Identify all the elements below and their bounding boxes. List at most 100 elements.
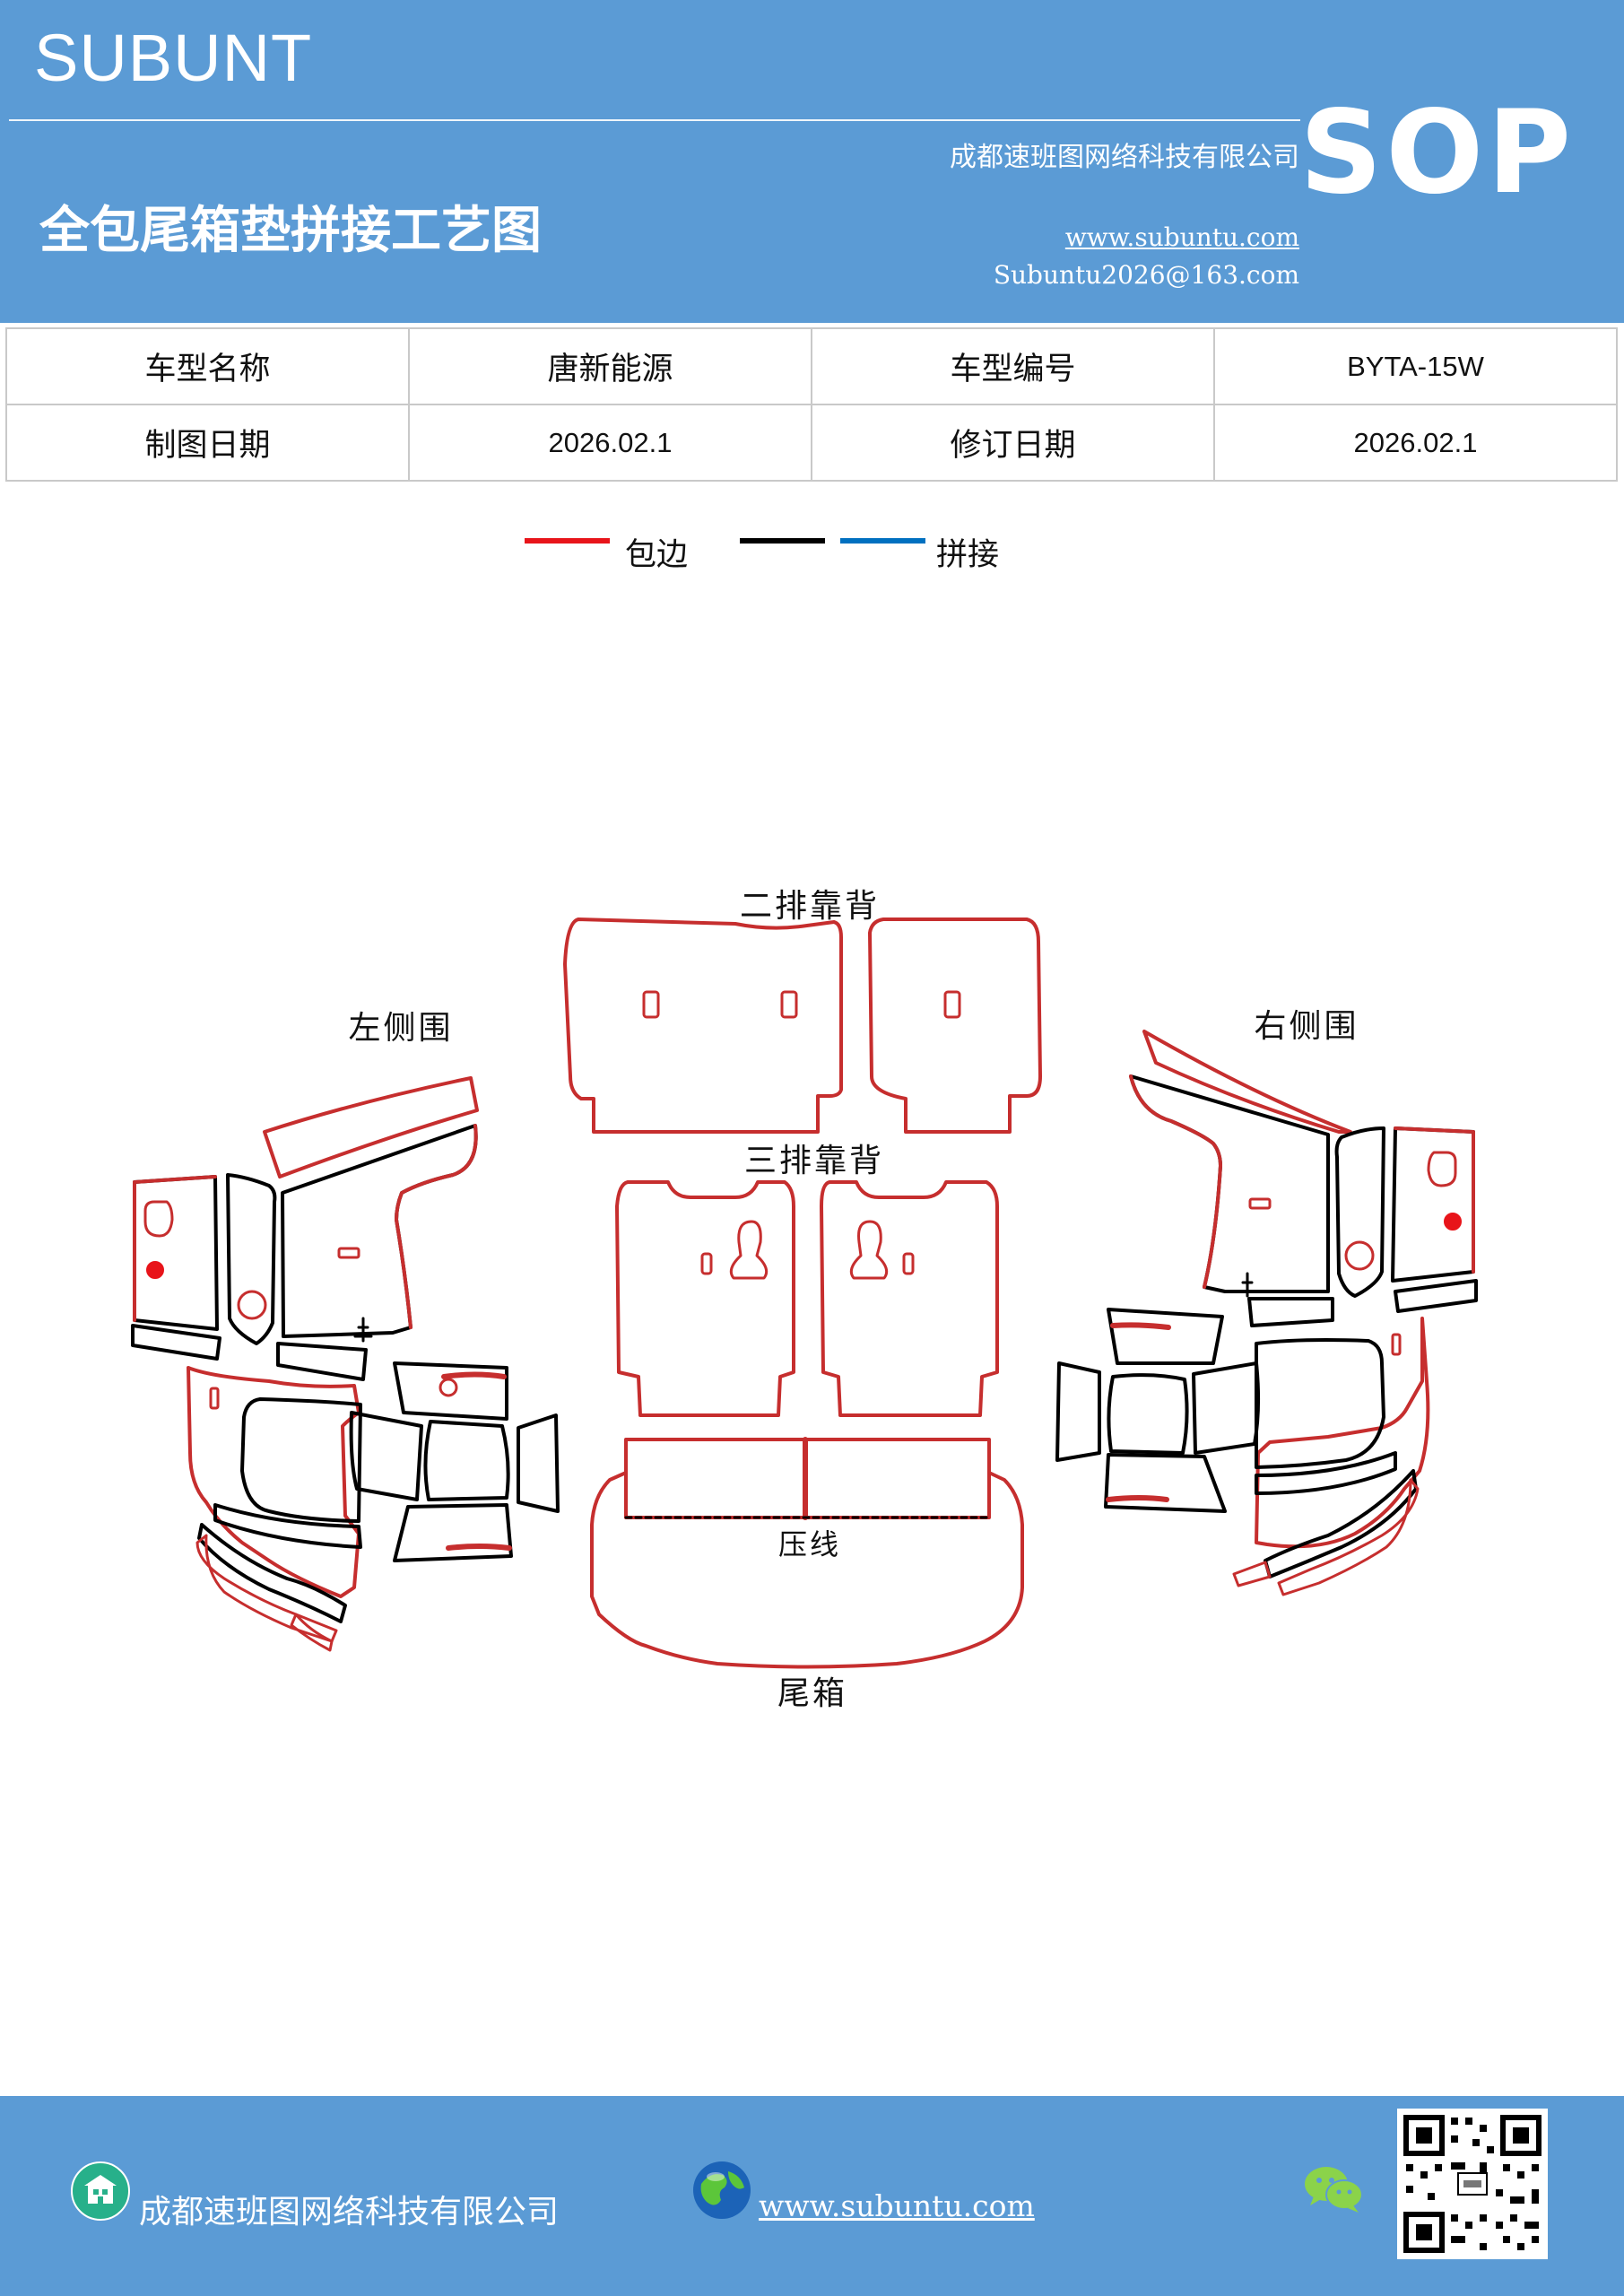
right-wheel-piece-c [1055,1361,1101,1462]
trunk-mat-diagram: 二排靠背 三排靠背 左侧围 右侧围 压线 尾箱 [131,888,1478,1712]
table-row: 制图日期 2026.02.1 修订日期 2026.02.1 [5,404,1618,482]
legend-label-seam: 拼接 [936,537,1000,573]
trunk-front-left-panel [624,1438,807,1519]
right-floor-strip [1255,1451,1397,1495]
brand-name: SUBUNT [34,21,313,95]
right-door-edge [1110,1322,1171,1330]
legend-swatch-red [525,538,610,544]
trunk-floor-outline [590,1471,1024,1669]
left-main-edge [395,1124,478,1329]
third-row-backrest-panels [615,1180,999,1417]
label-trunk: 尾箱 [777,1675,847,1712]
right-rear-panel [1391,1126,1475,1283]
left-wheel-arch-panel [240,1397,362,1523]
sop-badge: SOP [1299,86,1575,220]
vehicle-info-table: 车型名称 唐新能源 车型编号 BYTA-15W 制图日期 2026.02.1 修… [5,327,1618,482]
left-hole [237,1290,267,1320]
left-tail-piece [290,1613,334,1652]
left-bottom-edge [195,1534,338,1643]
right-main-edge [1129,1074,1222,1289]
website-link[interactable]: www.subuntu.com [1064,222,1299,252]
legend: 包边 拼接 [0,529,1624,574]
label-left-side: 左侧围 [348,1010,453,1047]
footer-company: 成都速班图网络科技有限公司 [139,2194,560,2231]
document-title: 全包尾箱垫拼接工艺图 [39,202,542,260]
left-bottom-strip [197,1523,347,1623]
second-row-left-panel [563,918,843,1134]
right-wheel-edge [1106,1495,1169,1502]
right-wheel-piece-a [1192,1361,1261,1455]
right-pillar-panel [1334,1126,1385,1298]
left-slot [337,1247,360,1259]
right-small-slot [1391,1333,1402,1356]
right-lower-strip [1394,1279,1478,1313]
left-wheel-edge [446,1544,512,1551]
legend-swatch-blue [840,538,925,544]
company-name: 成都速班图网络科技有限公司 [950,142,1299,173]
left-wheel-piece-c [517,1413,560,1513]
left-upper-strip [263,1076,479,1178]
email-address: Subuntu2026@163.com [993,260,1299,290]
second-row-backrest-panels [563,918,1042,1134]
left-rivet-icon [146,1261,164,1279]
latch-slot [902,1252,915,1275]
right-floor-side-panel [1255,1317,1430,1549]
left-rear-panel [133,1175,219,1331]
building-icon [71,2161,130,2221]
left-wheel-piece-d [393,1503,513,1562]
left-side-panels [131,1076,560,1652]
right-upper-strip [1142,1030,1352,1134]
table-cell-value: 唐新能源 [408,327,812,405]
right-lower-strip-2 [1247,1297,1334,1327]
left-mark-icon [353,1317,373,1343]
table-cell-label: 制图日期 [5,404,410,482]
third-row-right-panel [820,1180,999,1417]
left-lower-strip-2 [276,1342,368,1381]
left-floor-strip [213,1503,362,1549]
right-socket-cutout [1427,1151,1457,1187]
legend-swatch-black [740,538,825,544]
latch-slot [700,1252,713,1275]
right-wheel-piece-d [1104,1453,1227,1513]
table-cell-value: 2026.02.1 [1213,404,1618,482]
left-socket-cutout [143,1200,174,1238]
right-side-panels [1055,1030,1478,1596]
table-cell-value: BYTA-15W [1213,327,1618,405]
third-row-left-panel [615,1180,795,1417]
label-crease: 压线 [778,1527,841,1561]
legend-label-edge: 包边 [625,537,689,573]
left-lower-strip [131,1324,221,1361]
label-right-side: 右侧围 [1254,1008,1359,1045]
second-row-right-panel [868,918,1042,1134]
left-main-panel [281,1124,478,1338]
left-door-edge [441,1371,507,1379]
footer-website-link[interactable]: www.subuntu.com [759,2188,1035,2223]
left-wheel-piece-a [349,1411,423,1501]
right-rear-edge [1394,1126,1475,1274]
right-rivet-icon [1444,1213,1462,1231]
wechat-icon [1305,2167,1363,2213]
left-rear-edge [133,1175,217,1322]
table-cell-label: 修订日期 [811,404,1215,482]
left-pillar-panel [226,1173,277,1345]
left-door-small-panel [393,1361,508,1421]
headrest-slot [943,990,961,1019]
seatbelt-cutout [849,1220,889,1280]
globe-icon [693,2161,751,2219]
trunk-floor-panels [590,1437,1024,1669]
table-cell-label: 车型编号 [811,327,1215,405]
headrest-slot [642,990,660,1019]
left-wheel-piece-b [423,1420,510,1501]
left-door-hole [439,1378,458,1397]
right-tail-piece [1232,1561,1272,1587]
table-cell-label: 车型名称 [5,327,410,405]
left-small-slot [209,1387,220,1410]
table-cell-value: 2026.02.1 [408,404,812,482]
label-third-row: 三排靠背 [744,1143,884,1179]
header-divider [9,119,1300,121]
seatbelt-cutout [729,1220,769,1280]
right-door-small-panel [1107,1308,1224,1365]
right-hole [1344,1240,1375,1271]
trunk-front-right-panel [803,1438,991,1519]
right-mark-icon [1238,1272,1257,1298]
